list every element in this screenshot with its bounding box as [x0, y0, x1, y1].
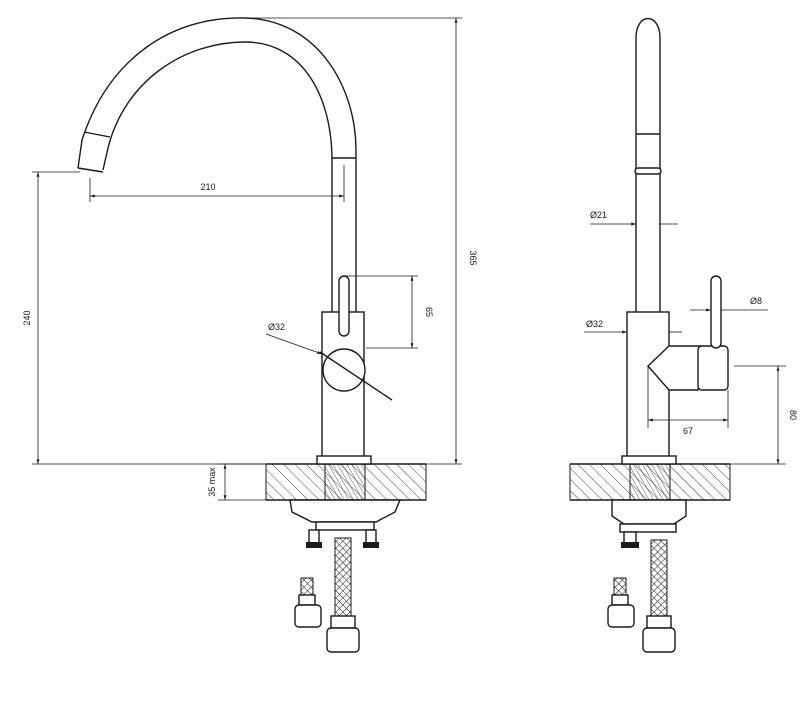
- side-view: Ø21 Ø32 Ø8 67 80: [569, 18, 798, 653]
- dim-label-365: 365: [468, 250, 478, 265]
- dim-label-210: 210: [200, 182, 215, 192]
- lever-block-side: [697, 345, 729, 391]
- dim-label-d32-front: Ø32: [268, 322, 285, 332]
- spout-front: [77, 17, 357, 312]
- dim-label-240: 240: [22, 310, 32, 325]
- front-view: 210 240 365 65 Ø32: [22, 17, 478, 653]
- threaded-shank-side: [629, 463, 671, 501]
- lever-front: [338, 275, 350, 337]
- dim-label-d21: Ø21: [590, 210, 607, 220]
- dim-label-35max: 35 max: [207, 467, 217, 497]
- hose-front-right: [334, 537, 352, 619]
- dim-label-65: 65: [424, 307, 434, 317]
- dim-spout-reach: 210: [89, 165, 345, 202]
- hose-side-right: [650, 539, 668, 619]
- lever-knob-front: [322, 348, 366, 392]
- dim-label-d32-side: Ø32: [586, 319, 603, 329]
- dim-counter-thickness: 35 max: [207, 463, 266, 501]
- spout-side: [634, 18, 662, 314]
- dim-label-67: 67: [683, 426, 693, 436]
- mounting-plate-side: [611, 499, 687, 525]
- lever-side: [710, 275, 722, 349]
- dim-body-diameter-side: Ø32: [584, 319, 682, 334]
- dim-lever-diameter: Ø8: [690, 296, 768, 312]
- dim-label-d8: Ø8: [750, 296, 762, 306]
- dim-handle-height: 65: [344, 275, 434, 349]
- dim-spout-height: 240: [22, 171, 266, 465]
- dim-label-80: 80: [788, 410, 798, 420]
- mounting-plate-front: [289, 499, 402, 523]
- dim-lever-reach: 67: [647, 366, 729, 436]
- threaded-shank-front: [324, 463, 366, 501]
- dim-total-height: 365: [245, 17, 478, 465]
- dim-body-diameter-front: Ø32: [265, 322, 323, 355]
- lever-housing-side: [647, 345, 703, 391]
- dim-lever-height: 80: [730, 365, 798, 465]
- dim-spout-diameter: Ø21: [590, 210, 678, 226]
